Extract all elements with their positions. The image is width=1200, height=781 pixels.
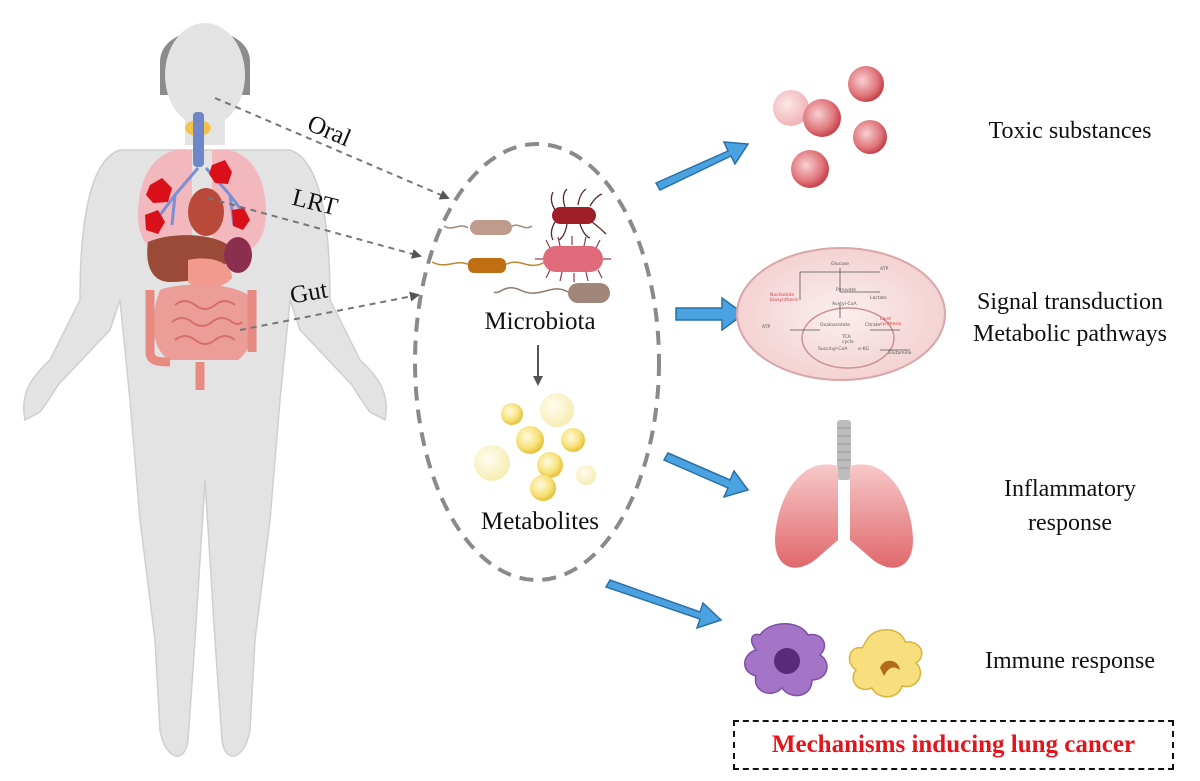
outcome-metabolic-pathways: Metabolic pathways	[973, 321, 1167, 347]
outcome-arrows	[604, 141, 750, 630]
gut-arrow	[239, 291, 420, 331]
outcome-toxic-substances: Toxic substances	[988, 118, 1152, 144]
arrow-to-toxic	[654, 141, 750, 191]
outcome-inflammatory: Inflammatory	[1004, 476, 1136, 502]
svg-text:Oxaloacetate: Oxaloacetate	[820, 322, 850, 328]
bacteria-group	[431, 188, 611, 303]
lrt-arrow	[207, 197, 422, 259]
svg-text:Acetyl-CoA: Acetyl-CoA	[832, 301, 857, 307]
svg-text:Citrate: Citrate	[865, 322, 881, 328]
mechanisms-banner: Mechanisms inducing lung cancer	[733, 720, 1174, 770]
svg-text:Glutamine: Glutamine	[888, 350, 912, 356]
outcome-signal-transduction: Signal transduction	[977, 289, 1163, 315]
metabolite-spheres	[474, 393, 596, 501]
toxic-spheres	[773, 66, 887, 188]
human-body-illustration	[23, 23, 387, 757]
svg-text:Lactate: Lactate	[870, 295, 887, 301]
microbiota-label: Microbiota	[484, 308, 596, 335]
metabolites-label: Metabolites	[480, 508, 600, 535]
outcome-response: response	[1028, 510, 1112, 536]
svg-text:ATP: ATP	[762, 324, 770, 330]
microbiota-ellipse	[413, 142, 661, 582]
lungs-illustration	[775, 420, 913, 568]
metabolic-cell-illustration: Glucose ATP Pyruvate Lactate Acetyl-CoA …	[736, 247, 946, 381]
svg-text:ATP: ATP	[880, 266, 888, 272]
svg-text:biosynthesis: biosynthesis	[770, 297, 799, 303]
svg-text:Nucleotide: Nucleotide	[770, 292, 794, 298]
svg-text:α-KG: α-KG	[858, 346, 870, 352]
source-arrows	[207, 97, 450, 331]
outcome-immune-response: Immune response	[985, 648, 1155, 674]
svg-text:synthesis: synthesis	[880, 321, 902, 327]
svg-text:cycle: cycle	[842, 339, 854, 345]
svg-text:Succinyl-CoA: Succinyl-CoA	[818, 346, 848, 352]
svg-text:Glucose: Glucose	[831, 261, 849, 267]
svg-text:Pyruvate: Pyruvate	[836, 287, 856, 293]
immune-cells-illustration	[744, 623, 923, 698]
oral-arrow	[214, 97, 450, 200]
arrow-to-inflammatory	[662, 452, 750, 499]
svg-text:Lipid: Lipid	[880, 316, 891, 322]
arrow-to-immune	[604, 579, 723, 630]
arrow-to-signal	[675, 296, 746, 332]
svg-text:TCA: TCA	[841, 334, 852, 340]
